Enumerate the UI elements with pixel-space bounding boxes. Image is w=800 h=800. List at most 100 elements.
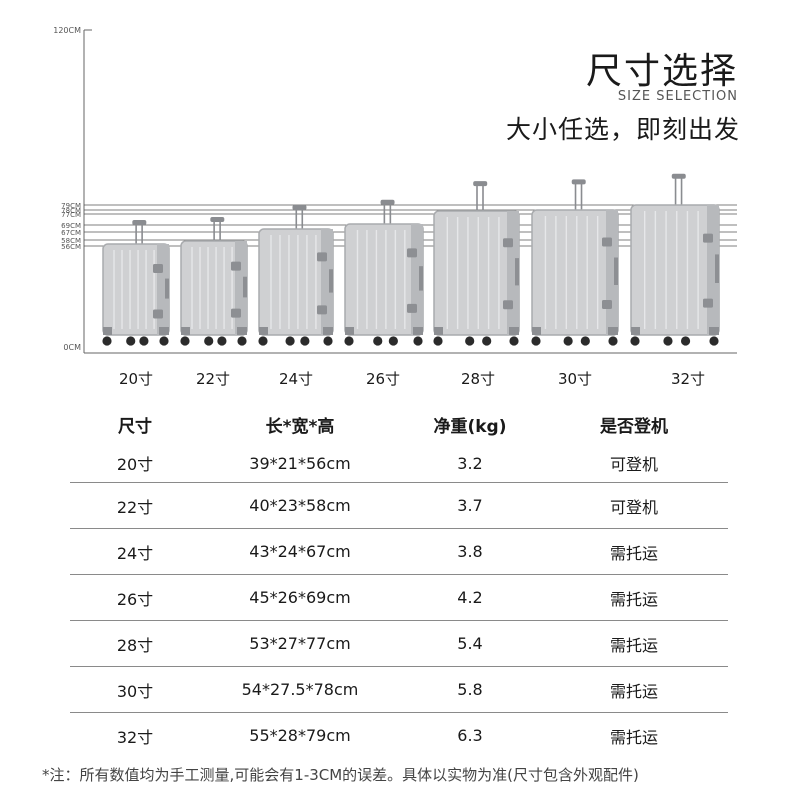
suitcase-corner	[434, 327, 443, 335]
suitcase-handle-rod	[301, 209, 304, 229]
cell-size: 32寸	[116, 727, 154, 747]
suitcase-handle-grip	[571, 179, 586, 185]
cell-boarding: 需托运	[609, 635, 658, 655]
suitcase-wheel	[433, 336, 443, 346]
suitcase-wheel	[323, 336, 333, 346]
suitcase-corner	[413, 327, 423, 335]
suitcase-corner	[237, 327, 247, 335]
cell-weight: 3.8	[457, 542, 483, 561]
suitcase-handle-rod	[574, 183, 577, 210]
suitcase-side-handle	[614, 257, 618, 285]
spec-table: 尺寸 长*宽*高 净重(kg) 是否登机 20寸 39*21*56cm 3.2 …	[70, 404, 728, 758]
table-row: 32寸 55*28*79cm 6.3 需托运	[70, 713, 728, 759]
cell-boarding: 需托运	[609, 727, 658, 747]
suitcase-corner	[532, 327, 541, 335]
suitcase-wheel	[237, 336, 247, 346]
suitcase-handle-grip	[380, 199, 395, 205]
size-label-30: 30寸	[557, 370, 593, 388]
suitcase-latch	[703, 298, 713, 308]
suitcase-latch	[231, 308, 241, 318]
suitcase-wheel	[204, 336, 214, 346]
suitcase-handle-rod	[383, 203, 386, 224]
suitcase-latch	[153, 309, 163, 319]
suitcase-latch	[231, 261, 241, 271]
suitcase-handle-rod	[680, 177, 683, 205]
spec-table-header: 尺寸 长*宽*高 净重(kg) 是否登机	[70, 404, 728, 444]
cell-dimensions: 54*27.5*78cm	[241, 680, 359, 699]
header-dimensions: 长*宽*高	[265, 416, 335, 437]
header-boarding: 是否登机	[600, 416, 668, 437]
suitcase-handle-grip	[210, 217, 225, 222]
cell-dimensions: 39*21*56cm	[249, 453, 351, 473]
table-row: 24寸 43*24*67cm 3.8 需托运	[70, 529, 728, 575]
tick-label-120: 120CM	[53, 26, 81, 35]
suitcase-latch	[703, 233, 713, 243]
suitcase-corner	[345, 327, 354, 335]
cell-size: 30寸	[116, 681, 154, 701]
suitcase-wheel	[482, 336, 492, 346]
cell-dimensions: 55*28*79cm	[249, 726, 351, 745]
suitcase-corner	[509, 327, 519, 335]
suitcase-latch	[503, 238, 513, 248]
suitcase-handle-grip	[671, 173, 686, 179]
suitcase-corner	[608, 327, 618, 335]
suitcase-wheel	[663, 336, 673, 346]
suitcase-latch	[602, 300, 612, 309]
suitcase-wheel	[258, 336, 268, 346]
suitcase-wheel	[388, 336, 398, 346]
cell-size: 24寸	[116, 543, 154, 563]
height-tick-label: 78CM	[61, 207, 81, 215]
suitcase-handle-rod	[135, 224, 137, 244]
suitcase-side-handle	[419, 266, 423, 291]
height-tick-label: 69CM	[61, 222, 81, 230]
cell-dimensions: 40*23*58cm	[249, 496, 351, 515]
cell-boarding: 需托运	[609, 543, 658, 563]
suitcase-wheel	[344, 336, 354, 346]
size-label-22: 22寸	[195, 370, 231, 388]
page-title: 尺寸选择	[585, 51, 738, 92]
suitcase-wheel	[509, 336, 519, 346]
table-row: 22寸 40*23*58cm 3.7 可登机	[70, 483, 728, 529]
suitcase-handle-rod	[674, 177, 677, 205]
suitcase-handle-grip	[473, 181, 488, 187]
header-weight: 净重(kg)	[433, 416, 507, 437]
cell-boarding: 可登机	[609, 497, 658, 517]
suitcase-corner	[103, 327, 112, 335]
suitcase-latch	[407, 248, 417, 258]
suitcase-wheel	[413, 336, 423, 346]
cell-weight: 6.3	[457, 726, 483, 745]
suitcase-corner	[709, 327, 719, 335]
suitcase-wheel	[608, 336, 618, 346]
suitcase-wheel	[580, 336, 590, 346]
cell-boarding: 可登机	[609, 455, 658, 474]
suitcase-wheel	[563, 336, 573, 346]
suitcase-side-handle	[165, 278, 169, 299]
size-label-24: 24寸	[278, 370, 314, 388]
slogan: 大小任选，即刻出发	[505, 115, 740, 144]
cell-size: 20寸	[116, 455, 154, 474]
cell-weight: 3.2	[457, 453, 483, 473]
suitcase-handle-grip	[292, 205, 307, 210]
suitcase-corner	[323, 327, 333, 335]
suitcase-wheel	[102, 336, 112, 346]
suitcase-handle-rod	[580, 183, 583, 210]
table-row: 20寸 39*21*56cm 3.2 可登机	[70, 444, 728, 483]
suitcase-latch	[317, 252, 327, 262]
suitcase-handle-rod	[219, 221, 221, 241]
suitcase-handle-rod	[141, 224, 143, 244]
suitcase-wheel	[217, 336, 227, 346]
cell-dimensions: 53*27*77cm	[249, 634, 351, 653]
suitcase-corner	[159, 327, 169, 335]
height-tick-label: 77CM	[61, 211, 81, 219]
suitcase-corner	[181, 327, 190, 335]
size-label-28: 28寸	[460, 370, 496, 388]
suitcase-latch	[153, 264, 163, 274]
page-subtitle: SIZE SELECTION	[617, 89, 738, 104]
size-label-20: 20寸	[118, 370, 154, 388]
suitcase-wheel	[709, 336, 719, 346]
suitcase-wheel	[300, 336, 310, 346]
cell-dimensions: 43*24*67cm	[249, 542, 351, 561]
suitcase-latch	[503, 300, 513, 310]
